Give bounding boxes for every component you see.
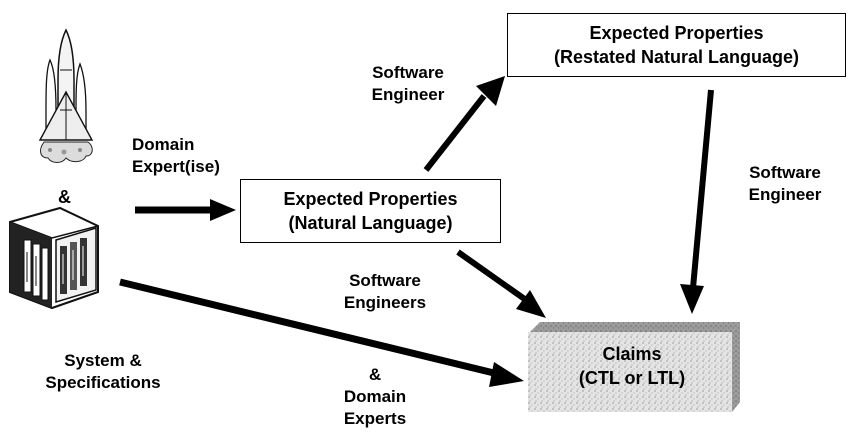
software-engineers-label: Software Engineers [343, 271, 427, 312]
restated-language-box-line2: (Restated Natural Language) [553, 47, 800, 67]
natural-language-box: Expected Properties (Natural Language) [240, 179, 501, 243]
arrow-natural-to-restated [423, 76, 505, 172]
software-engineer-top-label: Software Engineer [371, 63, 445, 104]
claims-subtitle: (CTL or LTL) [578, 368, 686, 388]
system-specifications-label: System & Specifications [45, 351, 161, 392]
restated-language-box: Expected Properties (Restated Natural La… [507, 13, 846, 77]
natural-language-box-line2: (Natural Language) [288, 213, 453, 233]
ampersand-label: & [58, 187, 71, 207]
claims-title: Claims [602, 344, 662, 364]
arrow-expert-to-natural [135, 199, 236, 221]
arrow-restated-to-claims [680, 89, 714, 314]
space-shuttle-icon [38, 28, 94, 163]
specification-binders-icon [9, 206, 99, 310]
natural-language-box-line1: Expected Properties [283, 189, 458, 209]
arrow-natural-to-claims [456, 249, 546, 318]
software-engineer-right-label: Software Engineer [748, 163, 822, 204]
arrow-system-to-claims [119, 278, 524, 387]
domain-experts-label: & Domain Experts [343, 365, 407, 428]
restated-language-box-line1: Expected Properties [589, 23, 764, 43]
claims-box: Claims (CTL or LTL) [528, 330, 736, 412]
domain-expertise-label: Domain Expert(ise) [132, 135, 220, 176]
claims-slab [528, 322, 740, 412]
